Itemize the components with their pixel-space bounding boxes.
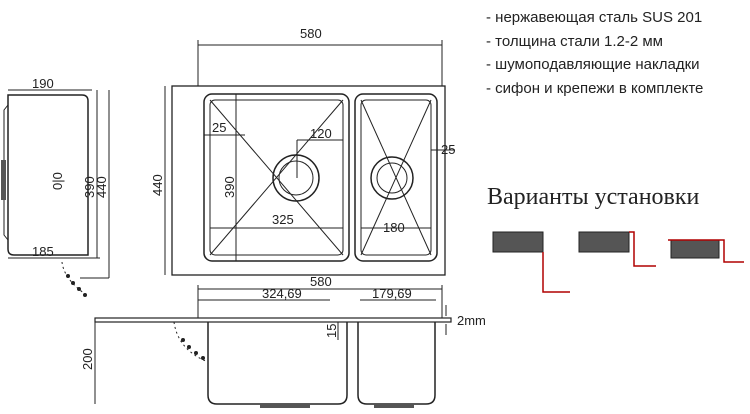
drain-offset-label: 120 (310, 126, 332, 141)
left-drain-inner (278, 160, 314, 196)
feature-list: - нержавеющая сталь SUS 201 - толщина ст… (486, 6, 703, 100)
variant-undermount (492, 231, 570, 293)
feature-item: - шумоподавляющие накладки (486, 56, 700, 73)
side-view-dot (77, 287, 81, 291)
right-drain-outer (370, 156, 414, 200)
left-bowl-inner (209, 99, 344, 256)
side-width-label: 190 (32, 76, 54, 91)
variant-3-sink-edge (668, 239, 744, 263)
left-bowl-width-label: 325 (272, 212, 294, 227)
side-view-dot (66, 274, 70, 278)
top-radius-left-label: 25 (212, 120, 226, 135)
left-bowl-diagonal (209, 99, 344, 256)
right-bowl-diagonal (360, 99, 432, 256)
variant-3-counter (670, 239, 720, 259)
side-view-dot (71, 281, 75, 285)
countertop-section (94, 317, 452, 323)
top-height-label: 440 (150, 174, 165, 196)
top-width-label: 580 (300, 26, 322, 41)
left-drain-outer (272, 154, 320, 202)
front-dot (201, 356, 205, 360)
front-thickness-label: 2mm (457, 313, 486, 328)
front-swing-arc (173, 321, 209, 363)
right-bowl-inner (360, 99, 432, 256)
side-outer-height-label: 440 (94, 176, 109, 198)
side-view: 0|0 (1, 89, 110, 297)
variant-1-counter (492, 231, 544, 253)
front-right-bowl (357, 322, 436, 405)
side-view-bowl-outline (7, 94, 89, 256)
side-inner-height-label: 390 (82, 176, 97, 198)
left-bowl-height-label: 390 (222, 176, 237, 198)
right-bowl-width-label: 180 (383, 220, 405, 235)
front-right-label: 179,69 (372, 286, 412, 301)
side-view-swing-arc (61, 261, 89, 297)
left-bowl (203, 93, 350, 262)
right-bowl (354, 93, 438, 262)
front-right-drain (374, 404, 414, 408)
top-radius-right-label: 25 (441, 142, 455, 157)
side-view-drain-mark (1, 160, 6, 200)
front-left-label: 324,69 (262, 286, 302, 301)
countertop-outline (171, 85, 446, 276)
front-total-label: 580 (310, 274, 332, 289)
front-view (94, 285, 452, 408)
variant-overmount (668, 239, 744, 263)
front-depth-label: 200 (80, 348, 95, 370)
feature-item: - нержавеющая сталь SUS 201 (486, 9, 703, 26)
variant-1-sink-edge (542, 252, 570, 293)
right-drain-inner (376, 162, 408, 194)
side-depth-label: 185 (32, 244, 54, 259)
front-dot (194, 351, 198, 355)
side-view-axis-mark: 0|0 (50, 172, 65, 190)
variant-flush (578, 231, 656, 267)
front-dot (187, 345, 191, 349)
top-view (164, 40, 455, 276)
front-left-drain (260, 404, 310, 408)
feature-item: - сифон и крепежи в комплекте (486, 79, 704, 97)
variant-2-sink-edge (629, 231, 656, 267)
variant-2-counter (578, 231, 630, 253)
front-flange-label: 15 (324, 324, 339, 338)
feature-item: - толщина стали 1.2-2 мм (486, 32, 663, 50)
front-dot (181, 338, 185, 342)
side-view-dot (83, 293, 87, 297)
variants-title: Варианты установки (487, 184, 700, 210)
